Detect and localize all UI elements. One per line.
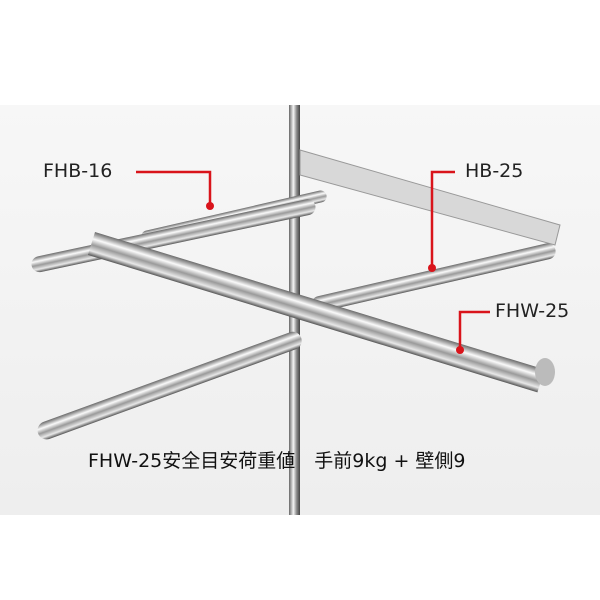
callout-lines xyxy=(136,170,490,350)
fhw25-bar xyxy=(87,231,545,393)
load-capacity-caption: FHW-25安全目安荷重値 手前9kg + 壁側9 xyxy=(88,450,466,472)
fhb16-marker xyxy=(206,202,214,210)
label-hb25: HB-25 xyxy=(465,160,524,182)
hb25-marker xyxy=(428,264,436,272)
hb25-bar xyxy=(311,243,556,312)
fhw25-marker xyxy=(456,346,464,354)
label-fhw25: FHW-25 xyxy=(495,300,570,322)
label-fhb16: FHB-16 xyxy=(43,160,113,182)
